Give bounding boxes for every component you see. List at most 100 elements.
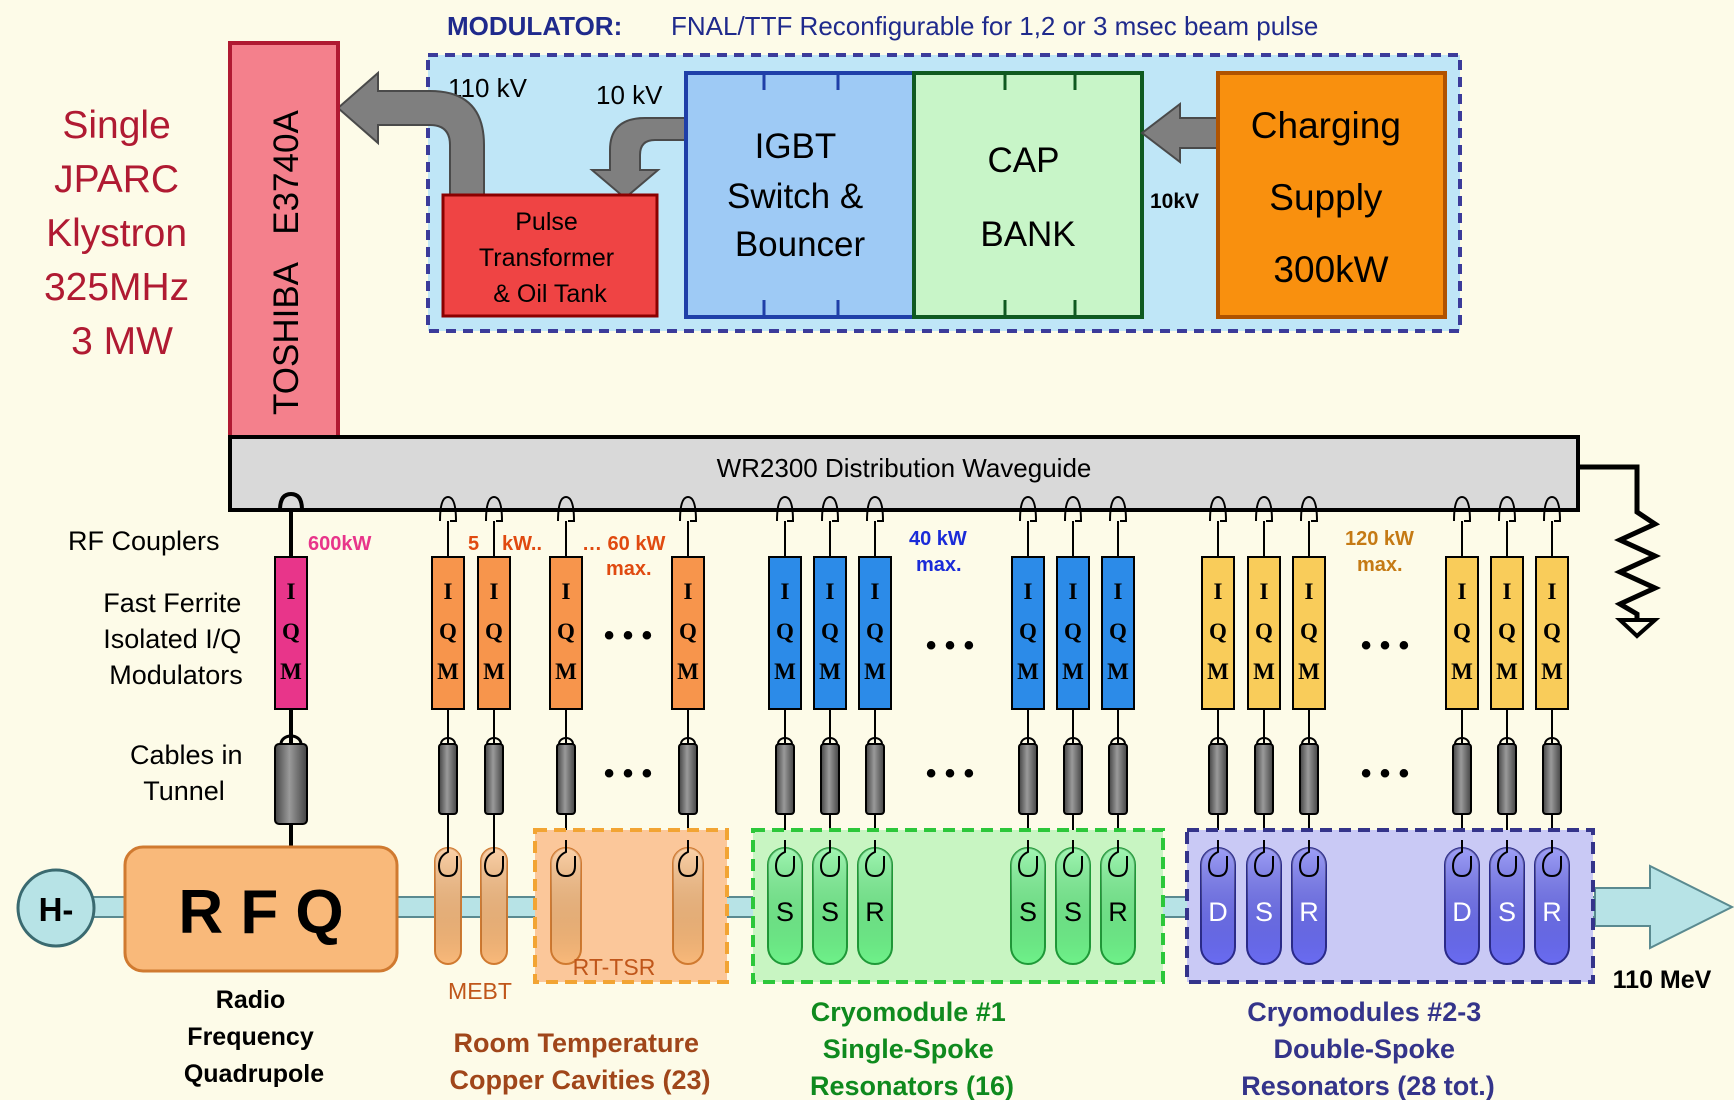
iqm-modulator (274, 556, 308, 710)
cavity-coupler-loop (1107, 840, 1128, 878)
iqm-letter: M (1207, 659, 1229, 684)
iqm-letter: M (1253, 659, 1275, 684)
tunnel-cable (1208, 743, 1228, 815)
iqm-letter: M (483, 659, 505, 684)
mebt-label: MEBT (448, 978, 512, 1004)
cavity-type-letter: S (1498, 897, 1516, 927)
cavity-coupler-loop (1017, 840, 1038, 878)
cavity-shine (858, 848, 892, 964)
cavity-shine (1247, 848, 1281, 964)
iqm-letter: M (819, 659, 841, 684)
iqm-letter: M (1298, 659, 1320, 684)
cavity-shine (673, 848, 703, 964)
iqm-modulator (813, 556, 847, 710)
cavity-coupler-loop (437, 840, 458, 878)
cavity (550, 840, 582, 965)
iqm-letter: M (280, 659, 302, 684)
cavity-type-letter: D (1208, 897, 1228, 927)
iqm-letter: I (1114, 579, 1123, 604)
klystron-tube-label: TOSHIBA E3740A (267, 110, 306, 415)
tunnel-cable (1452, 743, 1472, 815)
rfq-description: Radio Frequency Quadrupole (184, 986, 324, 1088)
charging-supply-box (1216, 71, 1447, 319)
rf-coupler (485, 495, 504, 557)
cavity-coupler-loop (774, 840, 795, 878)
iqm-letter: I (1503, 579, 1512, 604)
ion-source-label: H- (39, 891, 74, 928)
iqm-letter: I (781, 579, 790, 604)
iqm-modulator (1292, 556, 1326, 710)
tunnel-cable (1108, 743, 1128, 815)
cavity-shine (435, 848, 461, 964)
ellipsis-room-iqm: • • • (604, 619, 652, 652)
label-ferrite: Fast Ferrite Isolated I/Q Modulators (103, 588, 249, 690)
igbt-ticks (762, 73, 840, 317)
waveguide-load-resistor (1578, 464, 1662, 622)
cavity-shine (1201, 848, 1235, 964)
iqm-letter: Q (1300, 619, 1318, 644)
iqm-channel: IQM (813, 495, 847, 840)
rf-coupler (557, 495, 576, 557)
tunnel-cable (438, 743, 458, 815)
cap-bank-label: CAP BANK (980, 141, 1075, 254)
iqm-letter: Q (866, 619, 884, 644)
cavity-coupler-loop (1062, 840, 1083, 878)
cavity-coupler-loop (1253, 840, 1274, 878)
iqm-letter: I (1548, 579, 1557, 604)
iqm-modulator (1101, 556, 1135, 710)
cavity-coupler-loop (1298, 840, 1319, 878)
rf-coupler (1543, 495, 1562, 557)
iqm-letter: Q (439, 619, 457, 644)
distribution-waveguide (228, 435, 1580, 512)
tunnel-cable (1299, 743, 1319, 815)
rf-coupler (1300, 495, 1319, 557)
iqm-letter: M (555, 659, 577, 684)
iqm-channel: IQM (1056, 495, 1090, 840)
arrow-10kv (589, 117, 686, 200)
iqm-channel: IQM (549, 495, 583, 840)
tunnel-cable (484, 743, 504, 815)
cavity: R (1100, 840, 1136, 965)
iqm-letter: M (437, 659, 459, 684)
iqm-letter: Q (1543, 619, 1561, 644)
iqm-channel: IQM (1535, 495, 1569, 840)
label-rf-couplers: RF Couplers (68, 526, 220, 556)
waveguide-label: WR2300 Distribution Waveguide (717, 453, 1092, 483)
cavity-shine (1056, 848, 1090, 964)
cavity-coupler-loop (1496, 840, 1517, 878)
rf-coupler (1498, 495, 1517, 557)
rf-coupler (821, 495, 840, 557)
rf-coupler (776, 495, 795, 557)
rf-coupler (1255, 495, 1274, 557)
iqm-letter: Q (1498, 619, 1516, 644)
rf-coupler (439, 495, 458, 557)
cavity-coupler-loop (1541, 840, 1562, 878)
iqm-letter: Q (821, 619, 839, 644)
cap-ticks (1003, 73, 1077, 317)
label-cables: Cables in Tunnel (130, 740, 250, 806)
ellipsis-ssr-iqm: • • • (926, 629, 974, 662)
iqm-letter: I (684, 579, 693, 604)
klystron-label: Single JPARC Klystron 325MHz 3 MW (44, 104, 200, 363)
ellipsis-dsr-cable: • • • (1361, 757, 1409, 790)
cavity: D (1200, 840, 1236, 965)
iqm-channel: IQM (1247, 495, 1281, 840)
iqm-channel: IQM (1445, 495, 1479, 840)
iqm-letter: Q (1255, 619, 1273, 644)
cavity: D (1444, 840, 1480, 965)
cavity: S (767, 840, 803, 965)
iqm-letter: M (677, 659, 699, 684)
iqm-letter: Q (485, 619, 503, 644)
iqm-letter: M (864, 659, 886, 684)
arrow-110kv (336, 70, 485, 199)
iqm-modulator (768, 556, 802, 710)
igbt-box (684, 71, 916, 319)
label-10kv: 10 kV (596, 80, 663, 110)
iqm-channel: IQM (477, 495, 511, 840)
ellipsis-ssr-cable: • • • (926, 757, 974, 790)
iqm-modulator (477, 556, 511, 710)
iqm-letter: Q (1209, 619, 1227, 644)
iqm-letter: Q (776, 619, 794, 644)
cavity-shine (481, 848, 507, 964)
